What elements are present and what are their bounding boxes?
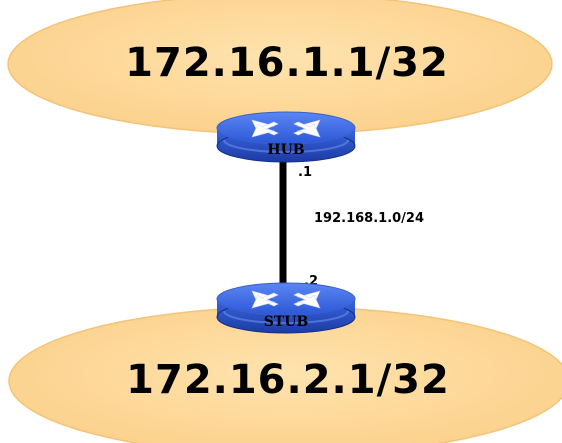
- network-top-label: 172.16.1.1/32: [125, 40, 449, 86]
- hub-interface-label: .1: [298, 165, 312, 180]
- network-bottom: 172.16.2.1/32: [8, 306, 562, 443]
- hub-router-label: HUB: [267, 142, 304, 158]
- network-bottom-label: 172.16.2.1/32: [126, 357, 450, 403]
- network-top: 172.16.1.1/32: [7, 0, 553, 135]
- stub-router: STUB: [216, 282, 356, 334]
- link-subnet-label: 192.168.1.0/24: [314, 211, 424, 226]
- stub-router-label: STUB: [264, 314, 309, 330]
- hub-router: HUB: [216, 111, 356, 163]
